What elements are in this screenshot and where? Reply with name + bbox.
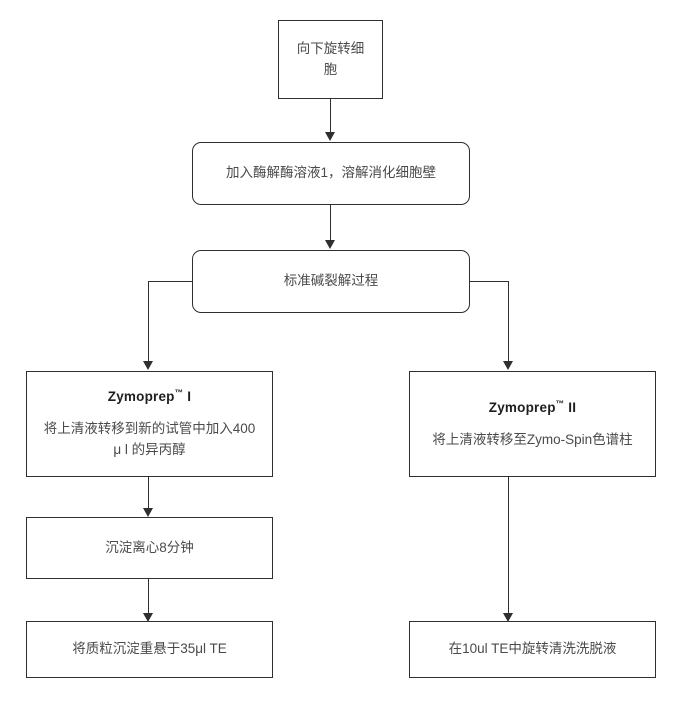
node-resuspend-35ul[interactable]: 将质粒沉淀重悬于35μl TE [26, 621, 273, 678]
arrowhead-lysis-to-zymoprep2 [503, 361, 513, 370]
node-title-roman: II [564, 399, 577, 415]
node-spin-down-cells[interactable]: 向下旋转细胞 [278, 20, 383, 99]
arrowhead-zymoprep2-to-elute [503, 613, 513, 622]
arrowhead-zymoprep1-to-centrifuge [143, 508, 153, 517]
trademark-symbol: ™ [555, 398, 565, 409]
connector-zymoprep1-to-centrifuge [147, 477, 150, 510]
connector-zymoprep2-to-elute [507, 477, 510, 619]
trademark-symbol: ™ [174, 387, 184, 398]
node-title-main: Zymoprep [488, 399, 556, 415]
node-zymoprep-2[interactable]: Zymoprep™ II 将上清液转移至Zymo-Spin色谱柱 [409, 371, 656, 477]
node-centrifuge-8min[interactable]: 沉淀离心8分钟 [26, 517, 273, 579]
arrowhead-spin-to-zymolyase [325, 132, 335, 141]
node-title: Zymoprep™ I [108, 387, 191, 408]
connector-lysis-to-zymoprep2-vertical [507, 280, 510, 363]
connector-lysis-to-zymoprep1-vertical [147, 280, 150, 363]
node-label: 在10ul TE中旋转清洗洗脱液 [448, 641, 617, 657]
connector-lysis-to-zymoprep1-horizontal [148, 280, 193, 283]
connector-lysis-to-zymoprep2-horizontal [469, 280, 509, 283]
node-label: 标准碱裂解过程 [283, 273, 379, 289]
node-body: 将上清液转移至Zymo-Spin色谱柱 [432, 431, 633, 447]
arrowhead-lysis-to-zymoprep1 [143, 361, 153, 370]
node-label: 向下旋转细胞 [296, 40, 365, 77]
node-label: 加入酶解酶溶液1，溶解消化细胞壁 [225, 165, 436, 181]
connector-centrifuge-to-resuspend [147, 579, 150, 619]
node-body: 将上清液转移到新的试管中加入400 μ l 的异丙醇 [43, 421, 256, 457]
node-label: 沉淀离心8分钟 [105, 539, 194, 555]
node-elute-10ul[interactable]: 在10ul TE中旋转清洗洗脱液 [409, 621, 656, 678]
node-add-zymolyase[interactable]: 加入酶解酶溶液1，溶解消化细胞壁 [192, 142, 470, 205]
node-alkaline-lysis[interactable]: 标准碱裂解过程 [192, 250, 470, 313]
node-title: Zymoprep™ II [489, 398, 576, 419]
arrowhead-centrifuge-to-resuspend [143, 613, 153, 622]
node-label: 将质粒沉淀重悬于35μl TE [72, 641, 227, 657]
arrowhead-zymolyase-to-lysis [325, 240, 335, 249]
connector-zymolyase-to-lysis [329, 205, 332, 241]
node-title-main: Zymoprep [107, 389, 175, 405]
node-title-roman: I [183, 389, 192, 405]
connector-spin-to-zymolyase [329, 99, 332, 133]
node-zymoprep-1[interactable]: Zymoprep™ I 将上清液转移到新的试管中加入400 μ l 的异丙醇 [26, 371, 273, 477]
